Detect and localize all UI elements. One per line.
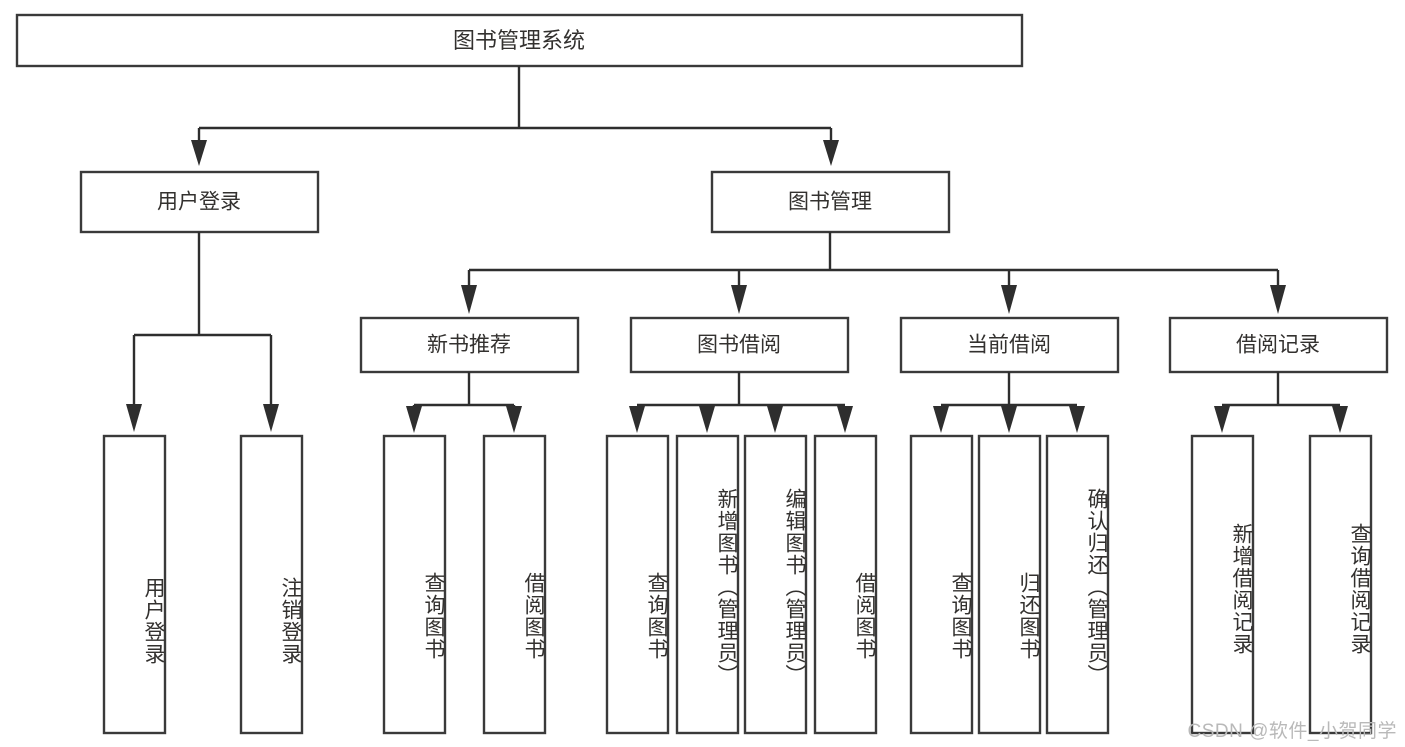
new-book-recommend-box[interactable] [359, 316, 580, 374]
csdn-watermark: CSDN @软件_小贺同学 [1187, 721, 1397, 742]
arrow-head-leaf-add-record [1214, 406, 1230, 433]
user-login-box[interactable] [79, 170, 320, 234]
arrow-head-leaf-add-book [699, 406, 715, 433]
leaf-box-add-record[interactable] [1190, 434, 1255, 735]
arrow-head-borrow-record [1270, 285, 1286, 314]
connector-book-borrow-to-leaves [629, 372, 853, 433]
node-new-book-recommend[interactable]: 新书推荐 [359, 316, 580, 374]
connector-current-borrow-to-leaves [933, 372, 1085, 433]
leaf-box-query-book-1[interactable] [382, 434, 447, 735]
user-login-label: 用户登录 [157, 191, 241, 214]
arrow-head-leaf-user-login [126, 404, 142, 432]
node-book-management[interactable]: 图书管理 [710, 170, 951, 234]
arrow-head-leaf-return-book [1001, 406, 1017, 433]
arrow-head-book-borrow [731, 285, 747, 314]
node-borrow-record[interactable]: 借阅记录 [1168, 316, 1389, 374]
leaf-box-borrow-book-1[interactable] [482, 434, 547, 735]
arrow-head-leaf-borrow-book-2 [837, 406, 853, 433]
leaf-box-query-record[interactable] [1308, 434, 1373, 735]
node-user-login[interactable]: 用户登录 [79, 170, 320, 234]
connector-user-login-to-leaves [126, 232, 279, 432]
current-borrow-box[interactable] [899, 316, 1120, 374]
leaf-box-add-book[interactable] [675, 434, 740, 735]
arrow-head-leaf-edit-book [767, 406, 783, 433]
node-root[interactable]: 图书管理系统 [15, 13, 1024, 68]
node-book-borrow[interactable]: 图书借阅 [629, 316, 850, 374]
leaf-box-user-login[interactable] [102, 434, 167, 735]
arrow-head-current-borrow [1001, 285, 1017, 314]
arrow-head-to-book-management [823, 140, 839, 166]
book-borrow-label: 图书借阅 [697, 334, 781, 357]
node-current-borrow[interactable]: 当前借阅 [899, 316, 1120, 374]
arrow-head-new-book-recommend [461, 285, 477, 314]
root-label: 图书管理系统 [453, 28, 585, 53]
arrow-head-leaf-user-logout [263, 404, 279, 432]
connector-borrow-record-to-leaves [1214, 372, 1348, 433]
borrow-record-label: 借阅记录 [1236, 334, 1320, 357]
arrow-head-leaf-confirm-return [1069, 406, 1085, 433]
arrow-head-leaf-borrow-book-1 [506, 406, 522, 433]
root-box[interactable] [15, 13, 1024, 68]
leaf-box-user-logout[interactable] [239, 434, 304, 735]
connector-book-management-to-level2 [461, 232, 1286, 314]
connector-new-book-recommend-to-leaves [406, 372, 522, 433]
leaf-box-query-book-2[interactable] [605, 434, 670, 735]
arrow-head-to-user-login [191, 140, 207, 166]
arrow-head-leaf-query-book-2 [629, 406, 645, 433]
arrow-head-leaf-query-book-1 [406, 406, 422, 433]
arrow-head-leaf-query-book-3 [933, 406, 949, 433]
new-book-recommend-label: 新书推荐 [427, 334, 511, 357]
leaf-box-query-book-3[interactable] [909, 434, 974, 735]
leaf-box-return-book[interactable] [977, 434, 1042, 735]
connector-root-to-level1 [191, 66, 839, 166]
arrow-head-leaf-query-record [1332, 406, 1348, 433]
current-borrow-label: 当前借阅 [967, 334, 1051, 357]
leaf-box-borrow-book-2[interactable] [813, 434, 878, 735]
leaf-box-edit-book[interactable] [743, 434, 808, 735]
book-management-label: 图书管理 [788, 191, 872, 214]
leaf-box-confirm-return[interactable] [1045, 434, 1110, 735]
